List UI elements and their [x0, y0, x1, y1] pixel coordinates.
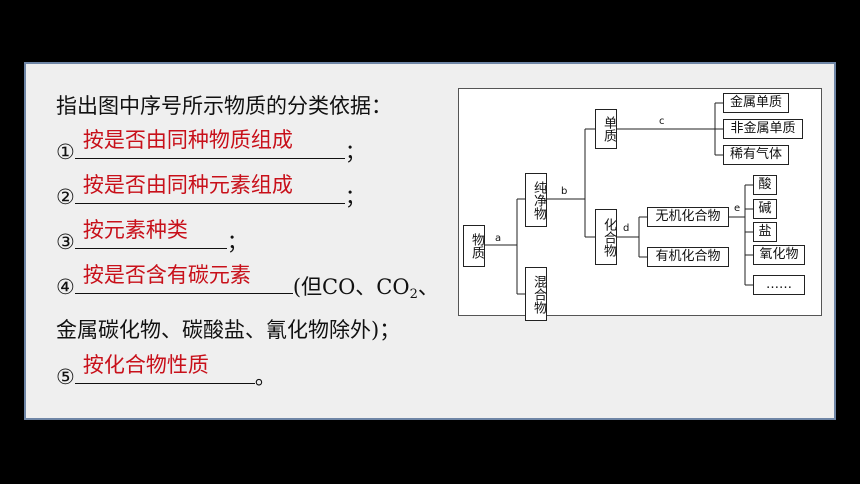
label-a: a: [495, 233, 502, 244]
node-salt: 盐: [753, 222, 777, 242]
label-b: b: [561, 186, 568, 197]
answer-text: 按是否由同种元素组成: [82, 173, 293, 197]
answer-line-1: ① 按是否由同种物质组成 ；: [56, 128, 366, 166]
answer-text: 按元素种类: [82, 218, 188, 242]
node-substance: 物质: [463, 225, 485, 267]
node-oxide: 氧化物: [753, 245, 805, 265]
item-number: ①: [56, 140, 75, 164]
node-pure-substance: 纯净物: [525, 173, 547, 227]
label-c: c: [659, 116, 665, 127]
answer-text: 按化合物性质: [82, 353, 209, 377]
answer-text: 按是否含有碳元素: [82, 263, 251, 287]
item-suffix: 。: [254, 365, 276, 389]
answer-line-2: ② 按是否由同种元素组成 ；: [56, 173, 366, 211]
node-metal-element: 金属单质: [723, 93, 789, 113]
label-e: e: [734, 203, 741, 214]
diagram-connectors: [485, 102, 753, 295]
node-base: 碱: [753, 199, 777, 219]
item-suffix: ；: [226, 230, 248, 254]
answer-blank: 按是否由同种元素组成: [74, 173, 345, 204]
answer-line-4-continued: 金属碳化物、碳酸盐、氰化物除外)；: [56, 318, 401, 342]
answer-blank: 按是否含有碳元素: [74, 263, 293, 294]
item-suffix: ；: [344, 140, 366, 164]
item-suffix: (但CO、CO: [292, 275, 410, 299]
answer-line-4: ④ 按是否含有碳元素 (但CO、CO2、: [56, 263, 439, 309]
answer-blank: 按化合物性质: [74, 353, 255, 384]
question-card: 指出图中序号所示物质的分类依据： ① 按是否由同种物质组成 ； ② 按是否由同种元素组…: [24, 62, 836, 420]
item-number: ④: [56, 275, 75, 299]
answer-blank: 按是否由同种物质组成: [74, 128, 345, 159]
subscript: 2: [409, 287, 418, 302]
node-organic-compound: 有机化合物: [647, 247, 729, 267]
node-compound: 化合物: [595, 209, 617, 265]
answer-line-5: ⑤ 按化合物性质。: [56, 353, 276, 391]
node-element: 单质: [595, 109, 617, 149]
node-nonmetal-element: 非金属单质: [723, 119, 803, 139]
item-suffix-end: 、: [417, 275, 439, 299]
node-noble-gas: 稀有气体: [723, 145, 789, 165]
node-acid: 酸: [753, 175, 777, 195]
item-number: ②: [56, 185, 75, 209]
answer-line-3: ③ 按元素种类 ；: [56, 218, 248, 256]
classification-diagram: 物质 纯净物 混合物 单质 化合物 金属单质 非金属单质 稀有气体 无机化合物 …: [458, 88, 822, 321]
item-suffix: ；: [344, 185, 366, 209]
question-prompt: 指出图中序号所示物质的分类依据：: [56, 94, 392, 118]
node-more: ……: [753, 275, 805, 295]
answer-blank: 按元素种类: [74, 218, 227, 249]
label-d: d: [623, 223, 630, 234]
node-mixture: 混合物: [525, 267, 547, 321]
node-inorganic-compound: 无机化合物: [647, 207, 729, 227]
answer-text: 按是否由同种物质组成: [82, 128, 293, 152]
item-number: ③: [56, 230, 75, 254]
item-number: ⑤: [56, 365, 75, 389]
